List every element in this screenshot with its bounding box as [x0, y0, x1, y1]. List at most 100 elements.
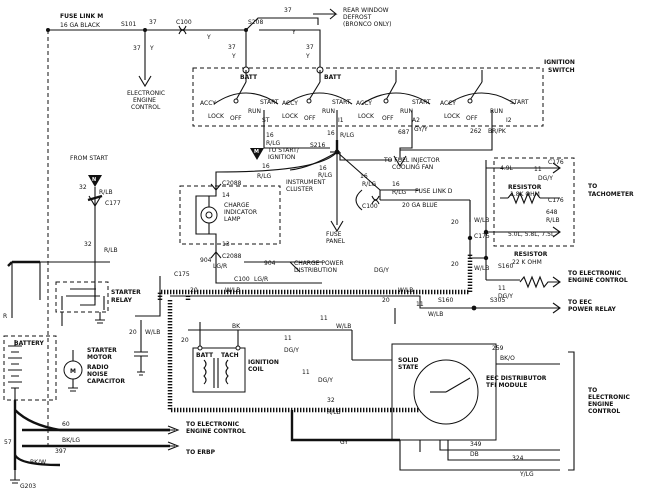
wire-rlb-a: R/LB — [99, 189, 113, 196]
c100-label-low: C100 — [234, 276, 250, 283]
starter-relay-line-1: STARTER — [111, 289, 141, 296]
to-eec-bottom-line-1: TO ELECTRONIC — [186, 421, 240, 428]
batt-label-1: BATT — [240, 74, 258, 81]
from-start-label: FROM START — [70, 155, 108, 162]
wire-37-e: 37 — [133, 45, 141, 52]
instrument-cluster-label: INSTRUMENT CLUSTER — [286, 179, 327, 193]
wire-y-a: Y — [206, 34, 211, 41]
to-eec-big-line-2: ELECTRONIC — [588, 394, 630, 401]
wire-37-b: 37 — [284, 7, 292, 14]
ign-coil-line-2: COIL — [248, 366, 264, 373]
to-tach-line-1: TO — [588, 183, 597, 190]
c176-mid: C176 — [548, 197, 564, 204]
wire-11-h2: 11 — [416, 301, 424, 308]
lock-2: LOCK — [282, 113, 299, 120]
to-eec-big-line-1: TO — [588, 387, 597, 394]
wire-rlg-e: R/LG — [362, 181, 377, 188]
rear-defrost-line-1: REAR WINDOW — [343, 7, 389, 14]
wire-wlb-h3: W/LB — [398, 287, 413, 294]
wire-11-h1: 11 — [320, 315, 328, 322]
run-4: RUN — [490, 108, 503, 115]
starter-motor-line-1: STARTER — [87, 347, 117, 354]
wire-y-c: Y — [231, 53, 236, 60]
lock-1: LOCK — [208, 113, 225, 120]
eec-bracket — [568, 351, 575, 471]
wire-262: 262 — [470, 128, 482, 135]
resistor-label-2: RESISTOR — [514, 251, 548, 258]
radio-noise-line-2: NOISE — [87, 371, 108, 378]
g203-label: G203 — [20, 483, 36, 490]
wire-bkw: BK/W — [30, 459, 46, 466]
wire-397: 397 — [55, 448, 67, 455]
eec-top-line-3: CONTROL — [131, 104, 161, 111]
to-fuel-injector-label: TO FUEL INJECTOR COOLING FAN — [383, 157, 442, 171]
engines-50: 5.0L, 5.8L, 7.5L — [508, 231, 555, 238]
fuse-panel-line-2: PANEL — [326, 238, 346, 245]
rear-defrost-line-3: (BRONCO ONLY) — [343, 21, 391, 28]
wire-259: 259 — [492, 345, 504, 352]
c177-label: C177 — [105, 200, 121, 207]
wire-gy: GY — [340, 439, 348, 446]
off-3: OFF — [382, 115, 394, 122]
i2-label: I2 — [506, 117, 512, 124]
s305-label: S305 — [490, 297, 505, 304]
off-4: OFF — [466, 115, 478, 122]
instrument-cluster — [179, 183, 322, 284]
to-start-ign-line-1: TO START/ — [267, 147, 300, 154]
wire-y-e: Y — [149, 45, 154, 52]
c2088-bottom: C2088 — [222, 253, 242, 260]
to-eec-bottom-line-2: ENGINE CONTROL — [186, 428, 246, 435]
to-erbp: TO ERBP — [186, 449, 216, 456]
to-eec-bottom: TO ELECTRONIC ENGINE CONTROL — [186, 421, 246, 435]
rear-defrost-line-2: DEFROST — [343, 14, 372, 21]
wire-904-b: 904 — [264, 260, 276, 267]
wire-wlb-r1: W/LB — [474, 217, 489, 224]
wire-32-b: 32 — [84, 241, 92, 248]
batt-label-2: BATT — [324, 74, 342, 81]
off-2: OFF — [304, 115, 316, 122]
starter-motor-label: STARTER MOTOR — [87, 347, 119, 361]
lock-4: LOCK — [444, 113, 461, 120]
to-eec-right-big: TO ELECTRONIC ENGINE CONTROL — [588, 387, 632, 415]
wire-y-b: Y — [291, 29, 296, 36]
main-harness — [157, 254, 561, 413]
wire-rlb-648: R/LB — [546, 217, 560, 224]
ign-switch-line-1: IGNITION — [544, 59, 575, 66]
solid-state-line-2: STATE — [398, 364, 418, 371]
radio-noise-capacitor — [134, 300, 161, 376]
st-1: ST — [262, 117, 270, 124]
solid-state-line-1: SOLID — [398, 357, 418, 364]
wire-16-e: 16 — [360, 173, 368, 180]
a2-label: A2 — [412, 117, 420, 124]
wire-wlb-h1: W/LB — [225, 287, 240, 294]
radio-noise-line-1: RADIO — [87, 364, 109, 371]
wire-lgr-a: LG/R — [213, 263, 227, 270]
s160-label: S160 — [498, 263, 513, 270]
wire-bk: BK — [232, 323, 241, 330]
wire-13: 13 — [222, 241, 230, 248]
wire-37-a: 37 — [149, 19, 157, 26]
wire-dgy-d: DG/Y — [318, 377, 333, 384]
to-eec-mid-line-2: ENGINE CONTROL — [568, 277, 628, 284]
s101-label: S101 — [121, 21, 136, 28]
wire-11-tach: 11 — [534, 166, 542, 173]
wire-dgy-h1: DG/Y — [374, 267, 389, 274]
to-eec-right-mid: TO ELECTRONIC ENGINE CONTROL — [568, 270, 628, 284]
fuse-link-m-label: FUSE LINK M — [60, 13, 103, 20]
to-eec-power-relay-line-1: TO EEC — [568, 299, 592, 306]
c2088-top: C2088 — [222, 180, 242, 187]
wire-lgr-b: LG/R — [254, 276, 268, 283]
resistor-value-2: 22 K OHM — [512, 259, 542, 266]
ignition-coil — [192, 322, 246, 393]
eec-distributor-line-2: TFI MODULE — [486, 382, 527, 389]
fuse-link-m-gauge: 16 GA BLACK — [60, 22, 101, 29]
i1-label: I1 — [338, 117, 344, 124]
wire-16-c: 16 — [262, 163, 270, 170]
accy-3: ACCY — [356, 100, 372, 107]
wire-rlb-bottom: R/LB — [327, 409, 341, 416]
wire-rlb-b: R/LB — [104, 247, 118, 254]
wire-wlb-h4: W/LB — [428, 311, 443, 318]
wire-rlg-a: R/LG — [266, 140, 281, 147]
wire-20-h: 20 — [190, 287, 198, 294]
ign-switch-line-2: SWITCH — [548, 67, 575, 74]
